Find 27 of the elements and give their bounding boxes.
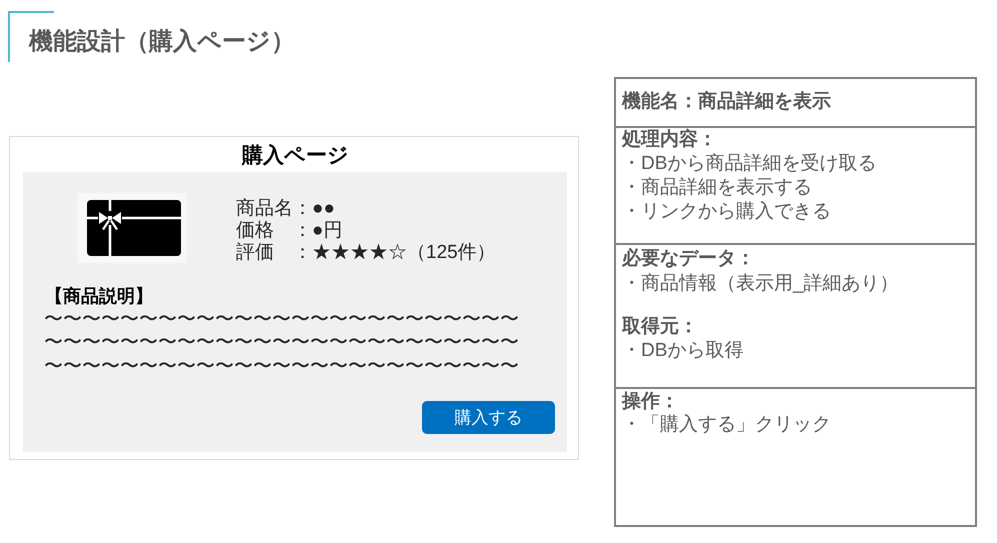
row-heading: 必要なデータ： xyxy=(622,246,755,270)
section-heading: 【商品説明】 xyxy=(45,284,153,308)
info-text: 価格 ：●円 xyxy=(236,218,342,242)
placeholder-text: 〜〜〜〜〜〜〜〜〜〜〜〜〜〜〜〜〜〜〜〜〜〜〜〜〜 xyxy=(44,354,519,378)
spec-section xyxy=(614,387,977,527)
purchase-button: 購入する xyxy=(422,401,555,434)
mockup-frame xyxy=(9,136,579,460)
bullet-text: ・リンクから購入できる xyxy=(622,200,831,224)
page-heading: 購入ページ xyxy=(242,142,349,168)
spec-section xyxy=(614,243,977,389)
spec-section xyxy=(614,77,977,128)
bullet-text: ・「購入する」クリック xyxy=(622,412,831,436)
spec-section xyxy=(614,126,977,245)
bullet-text: ・DBから商品詳細を受け取る xyxy=(622,152,876,176)
bullet-text: ・商品情報（表示用_詳細あり） xyxy=(622,272,899,296)
row-heading: 操作： xyxy=(622,390,679,414)
info-text: 商品名：●● xyxy=(236,196,335,220)
bullet-text: ・DBから取得 xyxy=(622,338,744,362)
row-heading: 処理内容： xyxy=(622,128,717,152)
info-text: 評価 ：★★★★☆（125件） xyxy=(236,240,496,264)
placeholder-text: 〜〜〜〜〜〜〜〜〜〜〜〜〜〜〜〜〜〜〜〜〜〜〜〜〜 xyxy=(44,330,519,354)
page-title: 機能設計（購入ページ） xyxy=(29,27,295,57)
bullet-text: ・商品詳細を表示する xyxy=(622,176,812,200)
row-heading: 機能名：商品詳細を表示 xyxy=(622,90,831,114)
placeholder-text: 〜〜〜〜〜〜〜〜〜〜〜〜〜〜〜〜〜〜〜〜〜〜〜〜〜 xyxy=(44,308,519,332)
row-heading: 取得元： xyxy=(622,314,698,338)
content-panel xyxy=(23,172,567,452)
